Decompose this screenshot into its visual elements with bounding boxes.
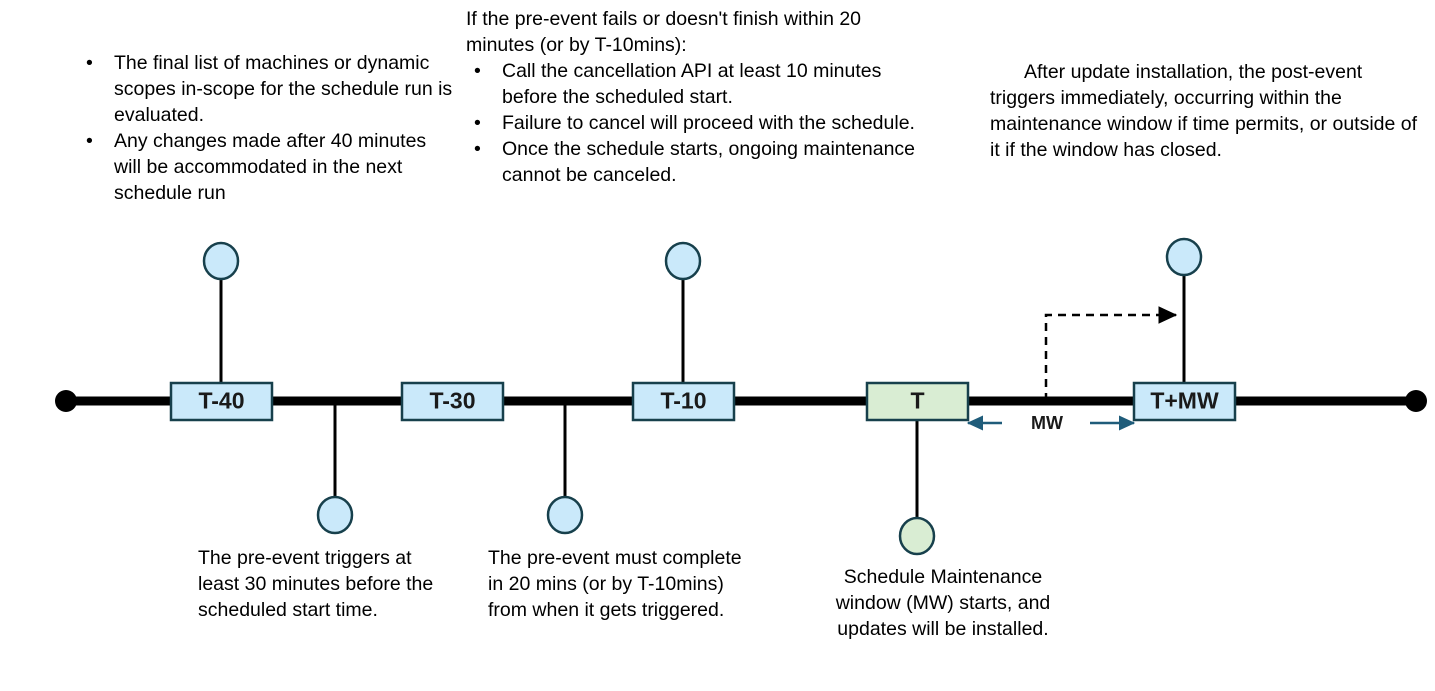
caption-pre-event-trigger: The pre-event triggers at least 30 minut… xyxy=(198,547,434,621)
bullet-glyph-icon: • xyxy=(474,138,481,160)
bullet-glyph-icon: • xyxy=(86,52,93,74)
timeline-node-t-minus-30[interactable]: T-30 xyxy=(400,381,505,422)
note-left-item-1: • Any changes made after 40 minutes will… xyxy=(78,128,458,206)
note-block-middle: If the pre-event fails or doesn't finish… xyxy=(466,6,928,188)
note-middle-item-1: • Failure to cancel will proceed with th… xyxy=(466,110,928,136)
callout-circle-pre-event-trigger-icon xyxy=(316,495,354,535)
note-middle-item-0-text: Call the cancellation API at least 10 mi… xyxy=(502,60,882,108)
timeline-end-dot-icon xyxy=(1405,390,1427,412)
post-event-dashed-arrow xyxy=(1044,306,1178,401)
note-middle-item-2-text: Once the schedule starts, ongoing mainte… xyxy=(502,138,916,186)
note-left-item-0-text: The final list of machines or dynamic sc… xyxy=(114,52,453,126)
timeline-node-t-minus-30-label: T-30 xyxy=(429,388,475,414)
timeline-node-t-minus-10[interactable]: T-10 xyxy=(631,381,736,422)
timeline-node-t-minus-40-label: T-40 xyxy=(198,388,244,414)
callout-circle-t-plus-mw-icon xyxy=(1165,237,1203,277)
note-middle-lead: If the pre-event fails or doesn't finish… xyxy=(466,8,862,56)
note-middle-item-2: • Once the schedule starts, ongoing main… xyxy=(466,136,928,188)
note-block-right: After update installation, the post-even… xyxy=(990,59,1432,163)
bullet-glyph-icon: • xyxy=(86,130,93,152)
note-left-list: • The final list of machines or dynamic … xyxy=(78,50,458,206)
timeline-node-t-plus-mw[interactable]: T+MW xyxy=(1132,381,1237,422)
bullet-glyph-icon: • xyxy=(474,112,481,134)
note-middle-list: • Call the cancellation API at least 10 … xyxy=(466,58,928,188)
timeline-node-t-minus-40[interactable]: T-40 xyxy=(169,381,274,422)
note-left-item-1-text: Any changes made after 40 minutes will b… xyxy=(114,130,427,204)
callout-circle-t-minus-10-icon xyxy=(664,241,702,281)
note-middle-item-1-text: Failure to cancel will proceed with the … xyxy=(502,112,915,134)
timeline-node-t-plus-mw-label: T+MW xyxy=(1150,388,1219,414)
mw-span-label: MW xyxy=(1031,413,1063,433)
note-right-text: After update installation, the post-even… xyxy=(990,61,1418,161)
timeline-node-t[interactable]: T xyxy=(865,381,970,422)
note-middle-item-0: • Call the cancellation API at least 10 … xyxy=(466,58,928,110)
timeline-start-dot-icon xyxy=(55,390,77,412)
caption-pre-event-complete: The pre-event must complete in 20 mins (… xyxy=(488,547,742,621)
callout-circle-pre-event-complete-icon xyxy=(546,495,584,535)
timeline-node-t-label: T xyxy=(910,388,924,414)
timeline-node-t-minus-10-label: T-10 xyxy=(660,388,706,414)
note-left-item-0: • The final list of machines or dynamic … xyxy=(78,50,458,128)
callout-circle-t-minus-40-icon xyxy=(202,241,240,281)
callout-circle-maintenance-window-icon xyxy=(898,516,936,556)
note-block-left: • The final list of machines or dynamic … xyxy=(78,50,458,206)
caption-maintenance-window: Schedule Maintenance window (MW) starts,… xyxy=(835,566,1051,640)
bullet-glyph-icon: • xyxy=(474,60,481,82)
